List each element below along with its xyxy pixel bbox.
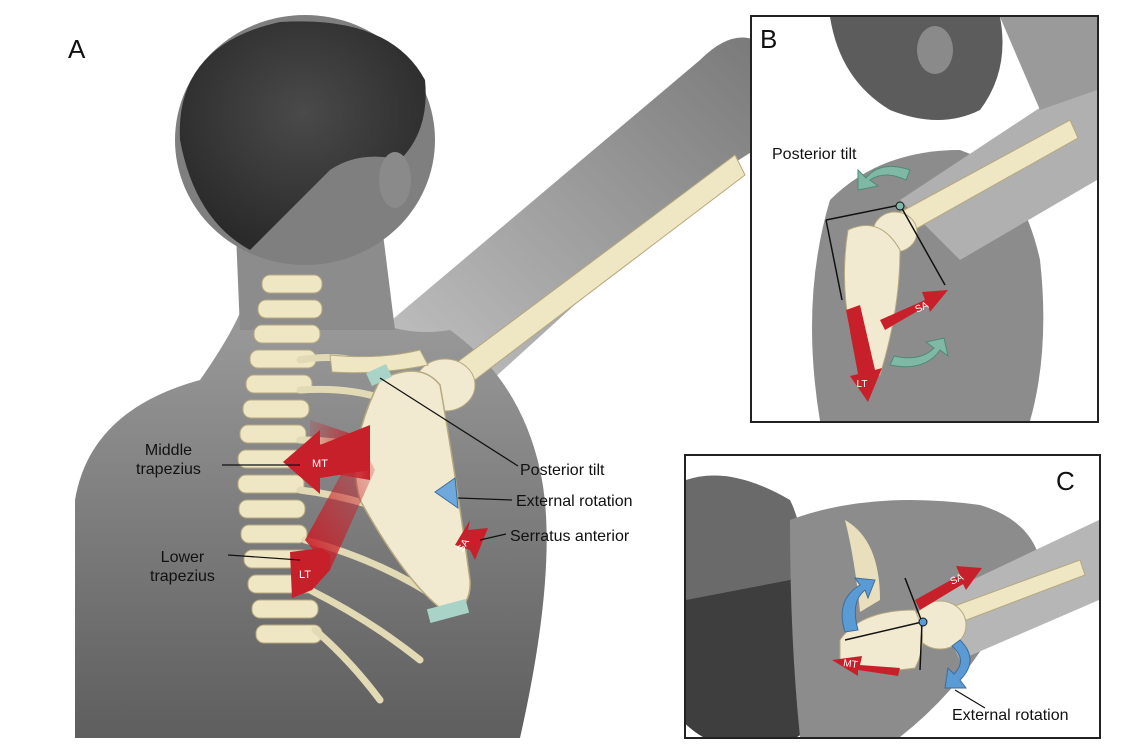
panel-b-letter: B	[760, 24, 778, 54]
panel-c-letter: C	[1056, 466, 1075, 496]
lt-arrow	[290, 548, 330, 598]
external-rotation-arrow	[434, 477, 459, 510]
panel-c	[684, 454, 1101, 739]
hair	[179, 21, 426, 251]
tilt-marker-top	[366, 364, 392, 386]
raised-arm	[380, 37, 755, 400]
tag-b-sa: SA	[914, 300, 931, 316]
tilt-marker-bottom	[426, 599, 470, 623]
b-lt-arrow	[846, 305, 882, 402]
ear	[379, 152, 411, 208]
panel-a	[75, 15, 755, 738]
tag-c-mt: MT	[842, 658, 858, 671]
tag-a-mt: MT	[312, 458, 328, 470]
label-external-rotation-a: External rotation	[516, 493, 633, 510]
label-lower-trapezius: Lower trapezius	[150, 549, 215, 585]
label-external-rotation-c: External rotation	[952, 707, 1069, 724]
c-mt-arrow	[832, 656, 900, 676]
label-posterior-tilt-a: Posterior tilt	[520, 462, 605, 479]
clavicle	[329, 349, 429, 374]
leader-lines-a	[222, 377, 519, 561]
label-posterior-tilt-b: Posterior tilt	[772, 146, 857, 163]
panel-b	[750, 15, 1099, 423]
label-middle-trapezius: Middle trapezius	[136, 442, 201, 478]
sa-arrow	[455, 520, 488, 560]
tag-a-lt: LT	[299, 569, 311, 581]
tag-b-lt: LT	[857, 379, 868, 390]
tag-c-sa: SA	[949, 572, 966, 588]
c-sa-arrow	[915, 566, 982, 610]
b-sa-arrow	[880, 290, 948, 330]
panel-a-letter: A	[68, 34, 86, 64]
lt-muscle-band	[305, 440, 375, 570]
label-serratus-anterior: Serratus anterior	[510, 528, 630, 545]
mt-arrow	[283, 425, 370, 494]
